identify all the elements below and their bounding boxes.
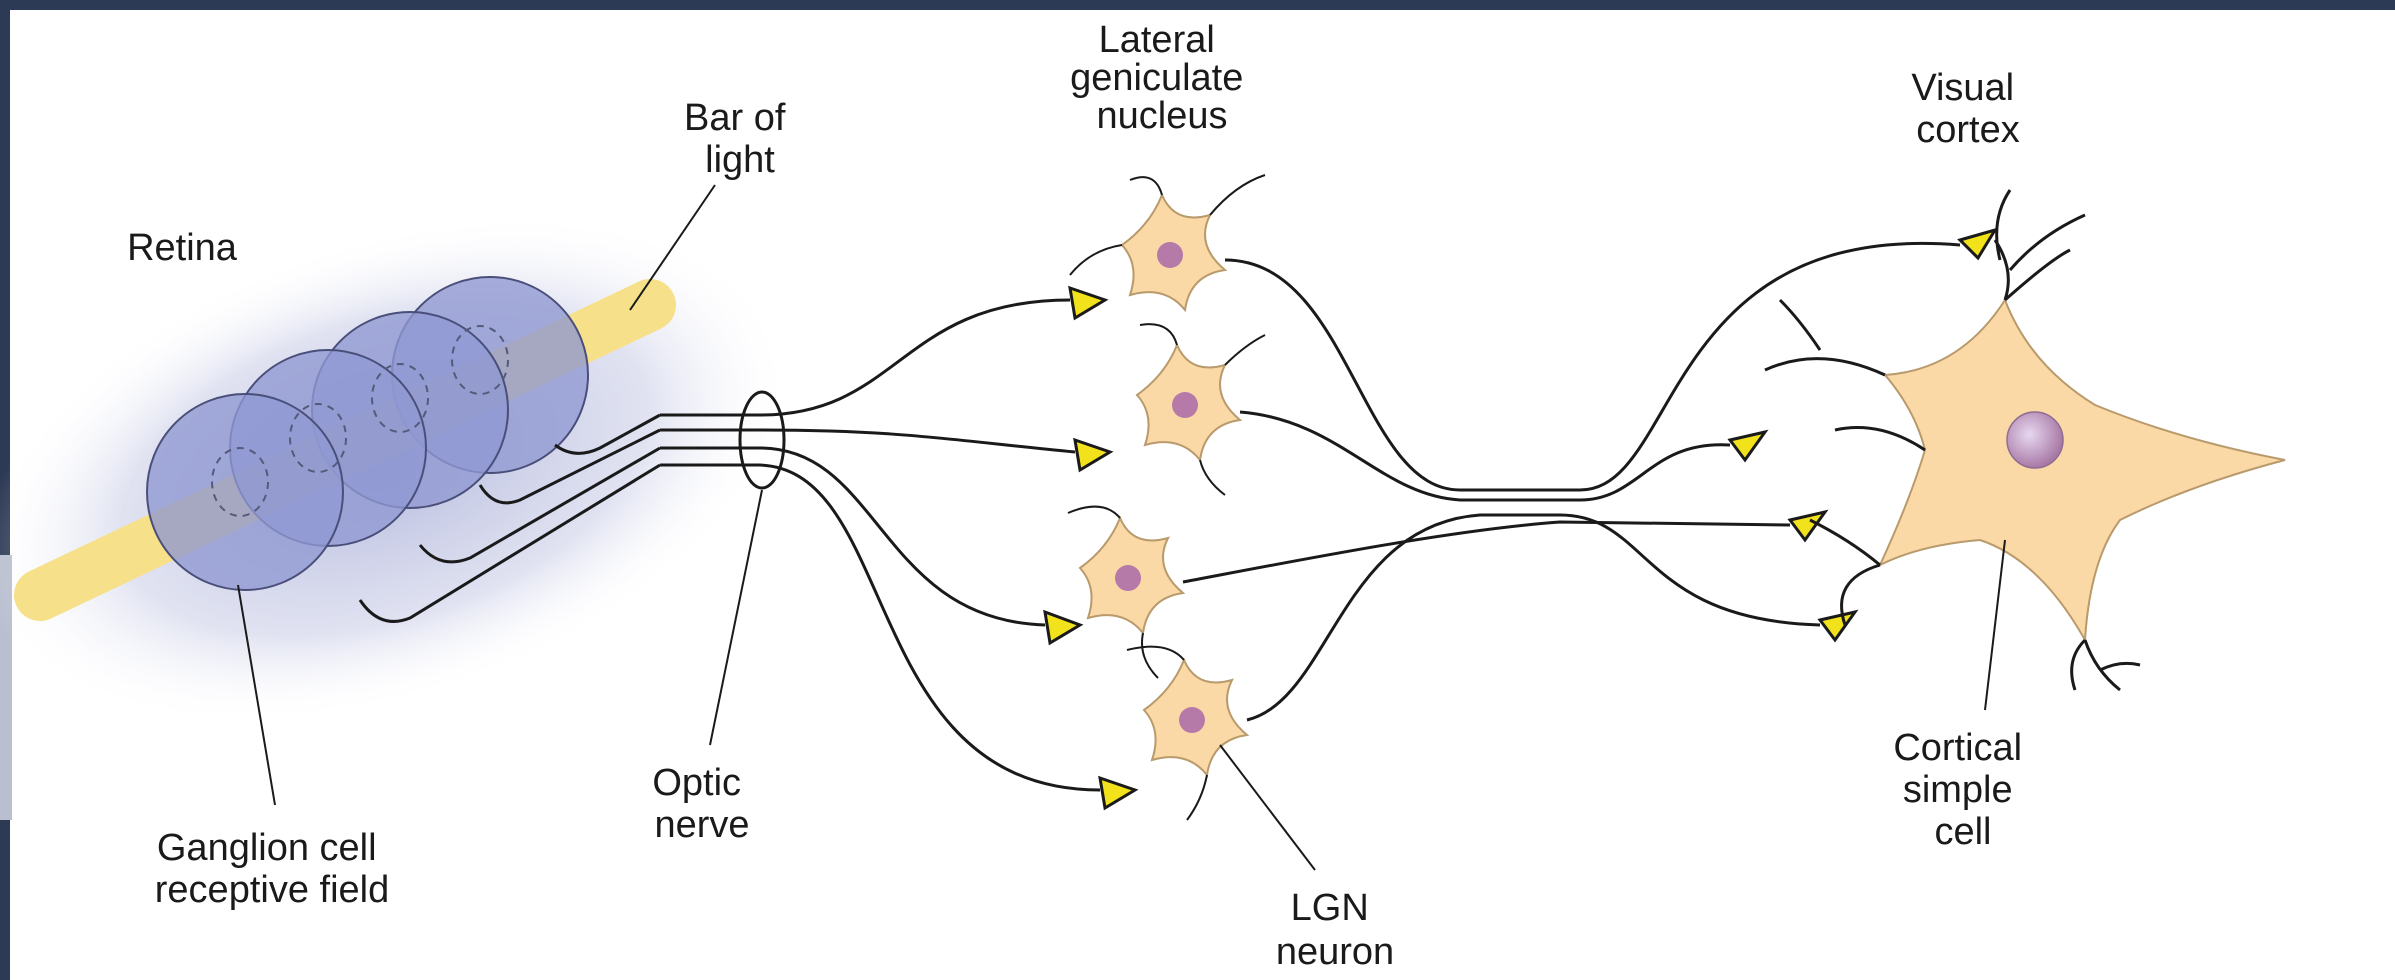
label-visual-cortex: Visual cortex [1911,67,2024,151]
label-ganglion-cell-receptive-field: Ganglion cell receptive field [155,827,389,911]
cortical-nucleus [2007,412,2063,468]
label-retina: Retina [127,227,238,269]
receptive-field-circle [147,394,343,590]
label-optic-nerve: Optic nerve [652,762,751,846]
